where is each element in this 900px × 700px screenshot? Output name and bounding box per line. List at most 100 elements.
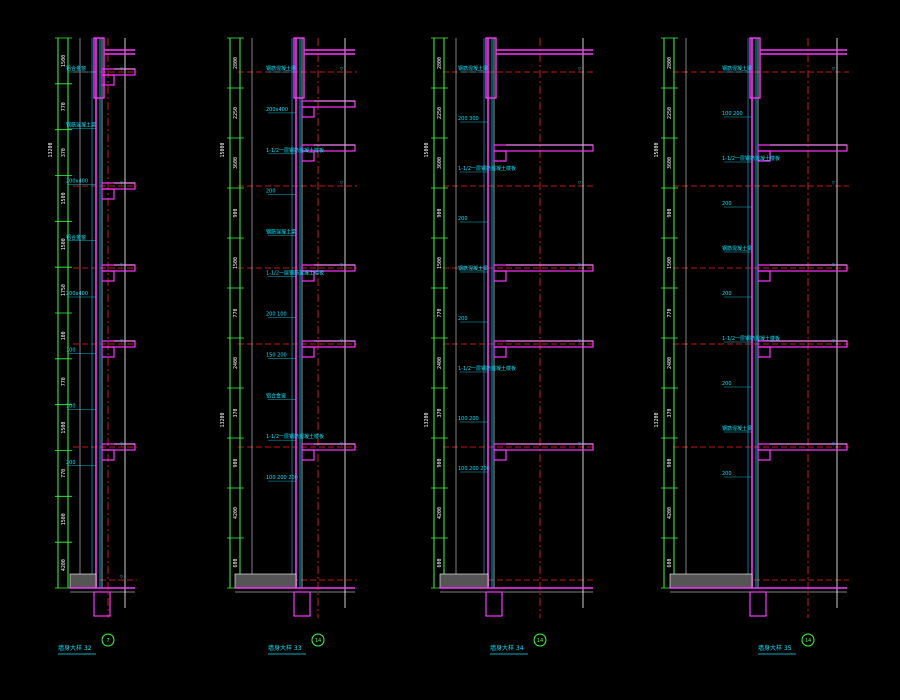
dimension-value: 770 [667, 308, 673, 317]
annotation-note: 100 [66, 404, 76, 410]
edge-beam [757, 449, 771, 461]
annotation-note: 100 200 200 [266, 475, 298, 481]
total-dimension-value: 15000 [220, 142, 226, 157]
dimension-value: 1500 [61, 422, 67, 434]
dimension-value: 4200 [667, 507, 673, 519]
annotation-note: 1-1/2一层钢筋混凝土楼板 [266, 270, 324, 277]
level-tag: ▽ [120, 574, 124, 579]
ground-fill [669, 573, 753, 589]
parapet-outline [485, 37, 497, 99]
annotation-note: 钢筋混凝土梁 [458, 65, 488, 72]
dimension-value: 3600 [437, 157, 443, 169]
annotation-note: 200x400 [66, 291, 88, 297]
annotation-note: 200 300 [458, 116, 479, 122]
wall-section-1: 1500770370150015001750100770150077015004… [48, 37, 137, 655]
section-title: 墙身大样 33 [268, 644, 302, 652]
ground-fill [234, 573, 297, 589]
annotation-note: 钢筋混凝土梁 [722, 65, 752, 72]
annotation-note: 100 [66, 347, 76, 353]
dimension-value: 3600 [667, 157, 673, 169]
annotation-note: 200 [458, 216, 468, 222]
total-dimension-value: 13200 [654, 412, 660, 427]
annotation-note: 钢筋混凝土梁 [458, 265, 488, 272]
dimension-value: 2400 [667, 357, 673, 369]
annotation-note: 1-1/2一层钢筋混凝土楼板 [722, 335, 780, 342]
edge-beam [101, 270, 115, 282]
grid-bubble-label: 14 [805, 638, 811, 644]
dimension-value: 900 [667, 208, 673, 217]
dimension-value: 900 [437, 458, 443, 467]
annotation-note: 200 [66, 460, 76, 466]
dimension-value: 900 [233, 458, 239, 467]
annotation-note: 100 200 [458, 416, 479, 422]
dimension-value: 770 [437, 308, 443, 317]
dimension-value: 770 [61, 469, 67, 478]
dimension-value: 1500 [61, 192, 67, 204]
grid-bubble [101, 633, 115, 647]
level-tag: ▽ [120, 180, 124, 185]
dimension-value: 900 [667, 458, 673, 467]
dimension-value: 600 [667, 558, 673, 567]
annotation-note: 铝合金窗 [66, 234, 86, 241]
dimension-value: 2800 [667, 57, 673, 69]
grid-bubble-label: 14 [537, 638, 543, 644]
level-tag: ▽ [120, 338, 124, 343]
level-tag: ▽ [832, 441, 836, 446]
grid-bubble-label: 7 [106, 638, 109, 644]
edge-beam [301, 346, 315, 358]
edge-beam [301, 106, 315, 118]
grid-bubble [533, 633, 547, 647]
annotation-note: 100 200 200 [458, 466, 490, 472]
annotation-note: 200 [458, 316, 468, 322]
dimension-value: 2400 [233, 357, 239, 369]
foundation-beam [749, 591, 767, 617]
dimension-value: 3600 [233, 157, 239, 169]
dimension-value: 900 [437, 208, 443, 217]
level-tag: ▽ [340, 338, 344, 343]
level-tag: ▽ [832, 262, 836, 267]
dimension-value: 1500 [61, 513, 67, 525]
level-tag: ▽ [340, 441, 344, 446]
level-tag: ▽ [340, 262, 344, 267]
edge-beam [493, 449, 507, 461]
dimension-value: 900 [233, 208, 239, 217]
level-tag: ▽ [832, 66, 836, 71]
annotation-note: 200 [722, 201, 732, 207]
annotation-note: 1-1/2一层钢筋混凝土楼板 [722, 155, 780, 162]
edge-beam [757, 150, 771, 162]
dimension-value: 1500 [437, 257, 443, 269]
edge-beam [757, 346, 771, 358]
total-dimension-value: 13200 [424, 412, 430, 427]
wall-section-2: 2800225036009001500770240037090042006001… [220, 37, 357, 655]
dimension-value: 4200 [61, 559, 67, 571]
section-title: 墙身大样 32 [58, 644, 92, 652]
total-dimension-value: 13200 [48, 142, 54, 157]
edge-beam [101, 449, 115, 461]
annotation-note: 200 [722, 291, 732, 297]
annotation-note: 200 [266, 189, 276, 195]
edge-beam [301, 270, 315, 282]
dimension-value: 600 [233, 558, 239, 567]
annotation-note: 钢筋混凝土梁 [66, 121, 96, 128]
total-dimension-value: 13200 [220, 412, 226, 427]
annotation-note: 200x400 [66, 179, 88, 185]
edge-beam [301, 150, 315, 162]
total-dimension-value: 15000 [424, 142, 430, 157]
dimension-value: 2800 [437, 57, 443, 69]
level-tag: ▽ [832, 338, 836, 343]
dimension-value: 370 [667, 408, 673, 417]
parapet-outline [749, 37, 761, 99]
grid-bubble [311, 633, 325, 647]
foundation-beam [485, 591, 503, 617]
dimension-value: 770 [233, 308, 239, 317]
edge-beam [101, 346, 115, 358]
dimension-value: 2250 [667, 107, 673, 119]
grid-bubble-label: 14 [315, 638, 321, 644]
dimension-value: 370 [437, 408, 443, 417]
annotation-note: 150 200 [266, 352, 287, 358]
annotation-note: 1-1/2一层钢筋混凝土楼板 [266, 433, 324, 440]
annotation-note: 钢筋混凝土梁 [722, 245, 752, 252]
level-tag: ▽ [578, 180, 582, 185]
